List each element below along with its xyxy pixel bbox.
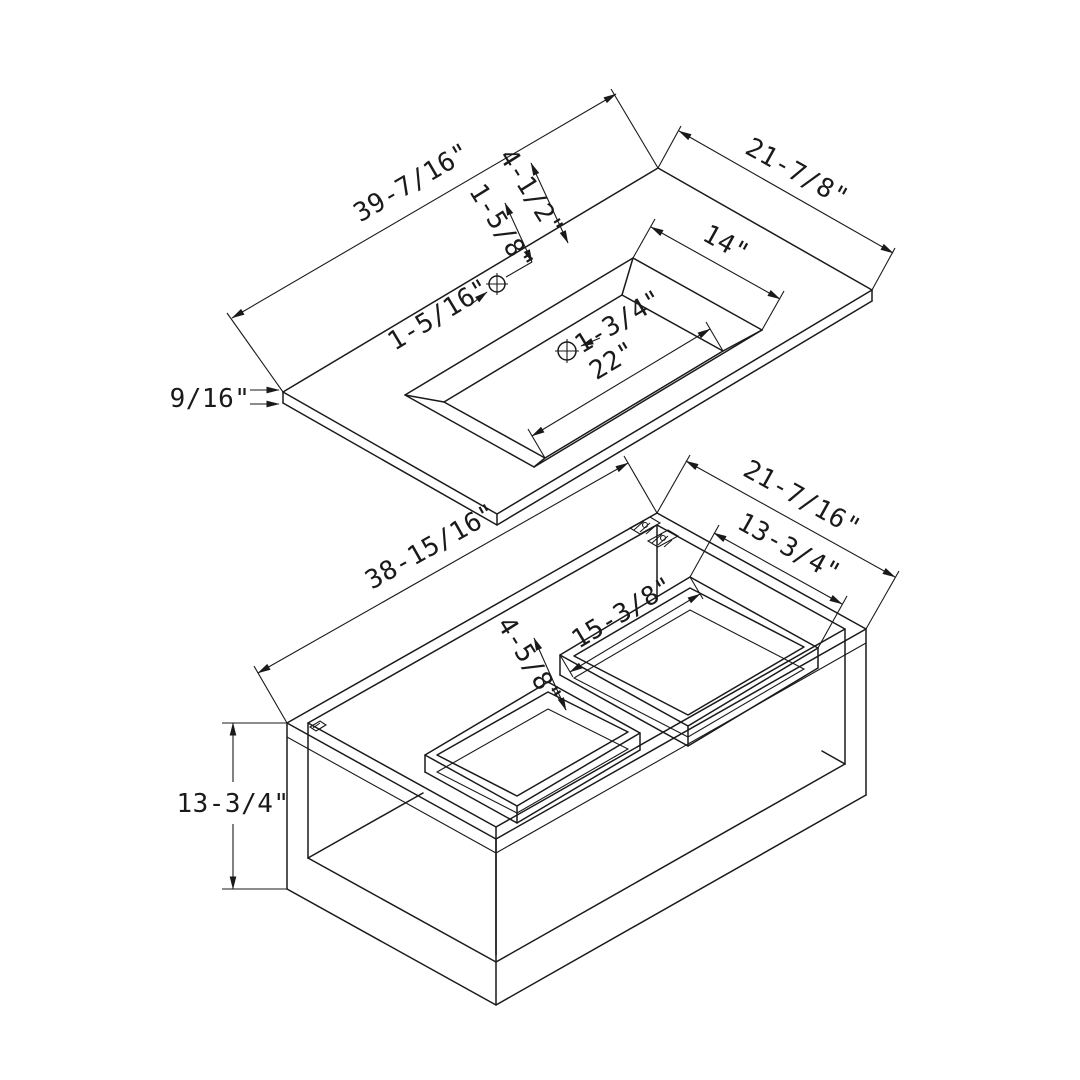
dimension-line	[569, 593, 701, 673]
leader-line	[580, 337, 601, 347]
dimension-line	[685, 460, 896, 578]
extension-line	[527, 428, 546, 459]
dimension-line	[713, 532, 843, 605]
extension-line	[705, 321, 724, 352]
front-panel-seam	[286, 736, 497, 854]
basin-bottom	[443, 294, 724, 459]
dimension-line	[678, 130, 894, 254]
front-panel-seam	[495, 642, 867, 854]
dim-cabinet-width: 38-15/16"	[253, 455, 658, 724]
cabinet-floor-edge	[307, 792, 424, 859]
drawer-inner-rim	[436, 691, 629, 797]
dim-drawer-width: 15-3/8"	[559, 571, 704, 678]
countertop-drawing: 39-7/16" 21-7/8" 14" 22" 4-1/2"	[170, 88, 896, 526]
dimension-line	[257, 462, 629, 674]
basin-wall-edge	[404, 394, 445, 403]
mounting-bracket	[628, 516, 680, 548]
dim-faucet-hole: 1-5/16"	[383, 273, 495, 357]
extension-line	[226, 312, 284, 393]
countertop-depth-label: 21-7/8"	[740, 132, 853, 213]
dim-drawer-offset: 4-5/8"	[490, 612, 567, 711]
extension-line	[689, 576, 704, 600]
drawer-inner-bottom	[435, 708, 630, 814]
basin-depth-label: 14"	[697, 219, 754, 269]
leader-line	[468, 291, 488, 307]
extension-line	[761, 290, 785, 331]
leader-line	[505, 261, 533, 278]
dimension-line	[650, 226, 781, 300]
drawer-outer-rim	[559, 576, 819, 727]
drawer-bottom-edge	[559, 667, 819, 747]
bracket-plate	[628, 516, 662, 535]
extension-line	[623, 455, 658, 514]
dim-drawer-depth: 13-3/4"	[689, 507, 848, 649]
bracket-hole	[659, 534, 667, 542]
dim-cabinet-height: 13-3/4"	[176, 722, 289, 890]
drawer-width-label: 15-3/8"	[567, 571, 679, 655]
drawer-box-right	[559, 576, 819, 747]
extension-line	[871, 247, 896, 291]
cabinet-drawing: 38-15/16" 21-7/16" 13-3/4" 15-3/8" 4-5/8…	[176, 454, 900, 1006]
dimension-line	[533, 637, 567, 711]
dim-countertop-depth: 21-7/8"	[657, 125, 896, 291]
dim-countertop-thickness: 9/16"	[170, 384, 280, 414]
basin-wall-edge	[533, 457, 546, 468]
cabinet-height-label: 13-3/4"	[176, 789, 289, 819]
cabinet-floor-edge	[307, 857, 497, 963]
leader-line	[551, 687, 567, 711]
countertop-width-label: 39-7/16"	[349, 138, 476, 229]
faucet-hole-diameter-label: 1-5/16"	[383, 273, 495, 357]
dimension-line	[231, 93, 617, 319]
cabinet-floor-edge	[495, 763, 846, 963]
cabinet-bottom-edge	[286, 794, 867, 1006]
extension-line	[610, 88, 659, 169]
drawer-bottom-edge	[424, 749, 641, 824]
extension-line	[657, 125, 682, 169]
side-bracket	[308, 720, 328, 732]
dimension-line	[531, 328, 711, 437]
dimension-line	[504, 202, 533, 263]
basin-wall-edge	[722, 329, 763, 352]
dimension-line	[530, 162, 569, 244]
extension-line	[253, 665, 288, 724]
extension-line	[656, 454, 691, 514]
extension-line	[817, 595, 848, 649]
drawer-offset-label: 4-5/8"	[490, 612, 567, 710]
drawer-box-left	[424, 681, 641, 824]
basin-wall-edge	[621, 257, 634, 296]
bracket-plate	[308, 720, 328, 732]
bracket-hatch	[312, 722, 325, 731]
extension-line	[632, 218, 656, 259]
countertop-thickness-label: 9/16"	[170, 384, 251, 414]
bracket-hole	[641, 521, 649, 529]
bracket-plate	[646, 529, 680, 548]
cabinet-floor-edge	[821, 750, 846, 765]
extension-line	[865, 570, 900, 630]
